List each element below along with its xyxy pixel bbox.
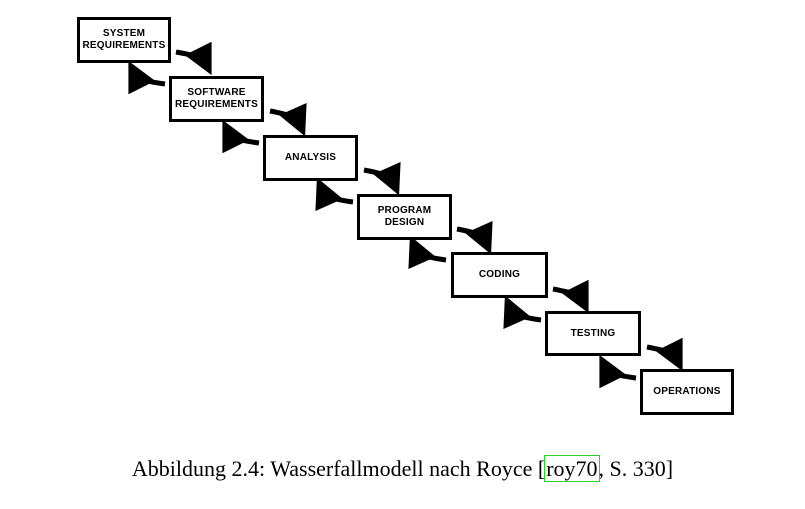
stage-operations: OPERATIONS xyxy=(640,369,734,415)
caption-suffix: , S. 330] xyxy=(598,456,674,481)
forward-arrow-5 xyxy=(552,279,589,314)
stage-label: PROGRAM DESIGN xyxy=(377,205,432,228)
forward-arrow-6 xyxy=(646,337,683,372)
stage-program-design: PROGRAM DESIGN xyxy=(357,194,452,240)
stage-testing: TESTING xyxy=(545,311,641,356)
stage-label: OPERATIONS xyxy=(653,386,721,397)
citation-link[interactable]: roy70 xyxy=(544,455,600,482)
forward-arrow-1 xyxy=(175,41,212,76)
figure-caption: Abbildung 2.4: Wasserfallmodell nach Roy… xyxy=(0,455,805,482)
feedback-arrow-5 xyxy=(503,295,542,330)
feedback-arrow-4 xyxy=(408,235,447,270)
feedback-arrow-2 xyxy=(222,119,260,154)
forward-arrow-4 xyxy=(456,220,493,255)
feedback-arrow-1 xyxy=(128,60,166,95)
stage-analysis: ANALYSIS xyxy=(263,135,358,181)
stage-label: SOFTWARE REQUIREMENTS xyxy=(175,87,258,110)
stage-label: SYSTEM REQUIREMENTS xyxy=(82,28,166,51)
feedback-arrow-6 xyxy=(599,354,637,389)
forward-arrow-2 xyxy=(269,102,307,137)
feedback-arrow-3 xyxy=(315,177,354,212)
forward-arrow-3 xyxy=(363,161,401,196)
stage-software-requirements: SOFTWARE REQUIREMENTS xyxy=(169,76,264,122)
stage-label: CODING xyxy=(478,269,521,280)
stage-label: ANALYSIS xyxy=(284,152,337,163)
stage-label: TESTING xyxy=(570,327,616,339)
stage-system-requirements: SYSTEM REQUIREMENTS xyxy=(77,17,171,63)
caption-prefix: Abbildung 2.4: Wasserfallmodell nach Roy… xyxy=(131,456,546,481)
stage-coding: CODING xyxy=(451,252,548,298)
